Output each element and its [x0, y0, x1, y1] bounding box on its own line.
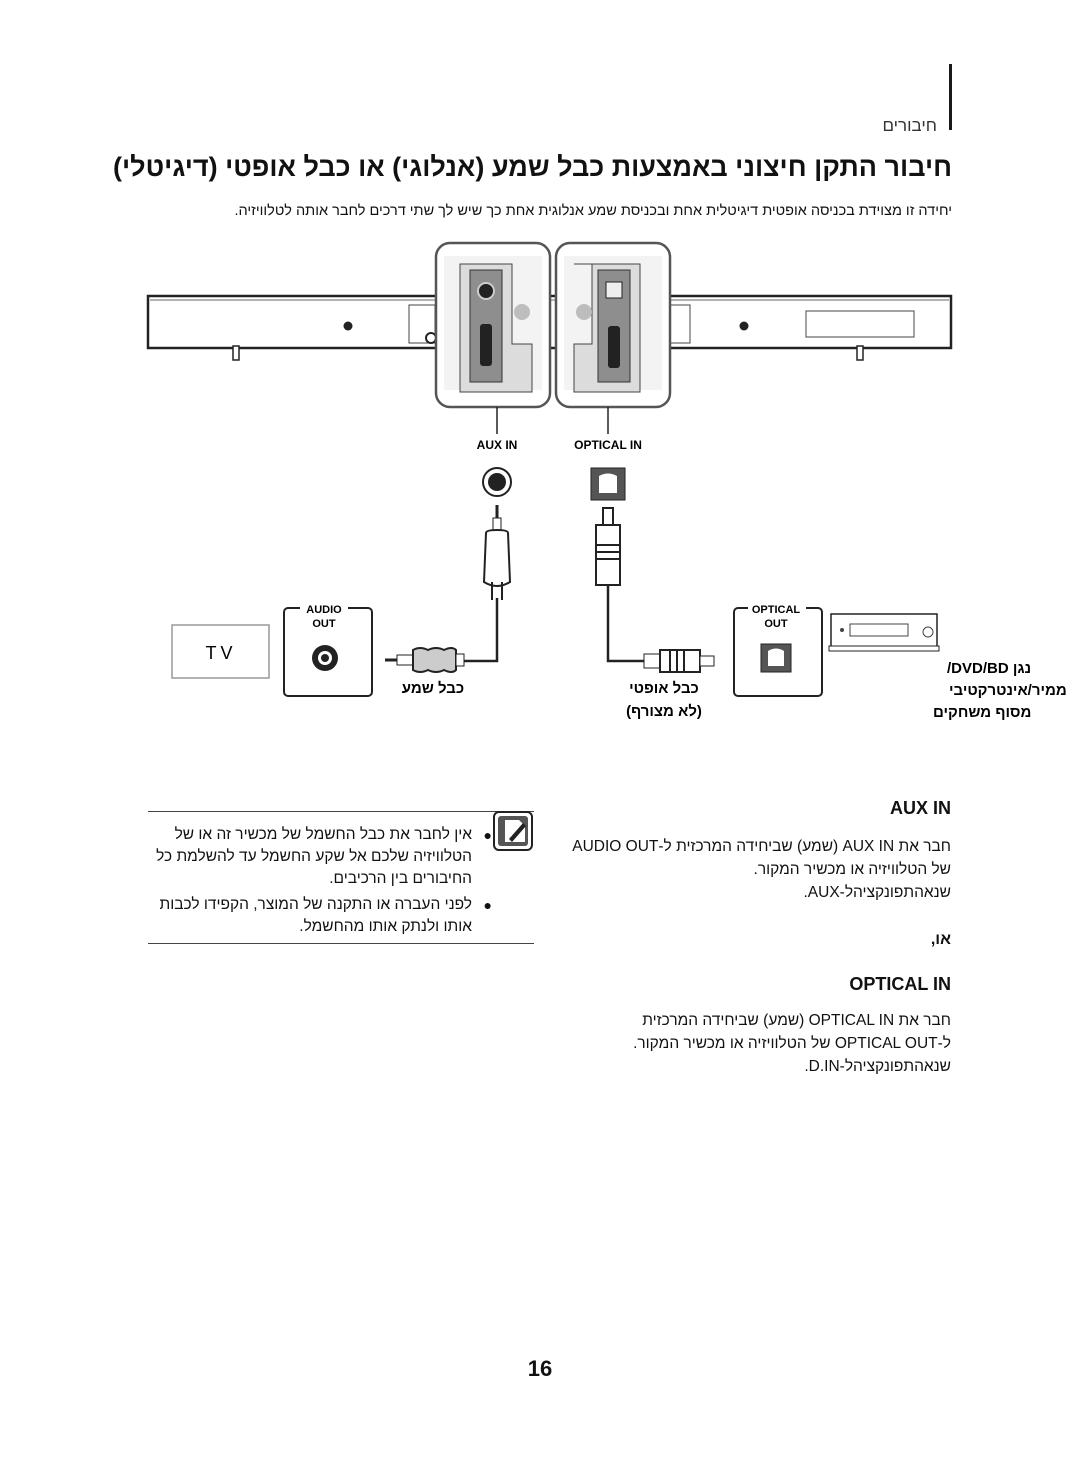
optical-line-2: ל-OPTICAL OUT של הטלוויזיה או מכשיר המקו… [633, 1035, 951, 1052]
dvd-player-icon [828, 613, 940, 652]
tv-label: TV [205, 643, 236, 663]
audio-plug-vertical [482, 505, 512, 600]
optical-in-heading: OPTICAL IN [849, 974, 951, 994]
note-pencil-icon [493, 811, 533, 851]
aux-in-port-label: AUX IN [477, 438, 518, 452]
aux-line-2: של הטלוויזיה או מכשיר המקור. [753, 861, 951, 878]
or-label: או, [930, 931, 951, 948]
bullet-icon: ● [483, 897, 492, 913]
aux-in-heading: AUX IN [889, 798, 951, 818]
section-divider [949, 64, 952, 130]
aux-line-1: חבר את AUX IN (שמע) שביחידה המרכזית ל-AU… [572, 838, 951, 855]
tv-box [171, 624, 270, 679]
note-box: ● אין לחבר את כבל החשמל של מכשיר זה או ש… [148, 811, 534, 944]
svg-text:OUT: OUT [764, 618, 788, 630]
audio-plug-horizontal [385, 647, 465, 673]
optical-line-1: חבר את OPTICAL IN (שמע) שביחידה המרכזית [642, 1012, 951, 1029]
note-item-1: אין לחבר את כבל החשמל של מכשיר זה או של … [156, 826, 472, 887]
optical-plug-vertical [595, 507, 621, 586]
page-title: חיבור התקן חיצוני באמצעות כבל שמע (אנלוג… [113, 152, 952, 182]
audio-cable-label: כבל שמע [402, 680, 464, 697]
tv-audio-out-panel: AUDIO OUT [283, 602, 373, 697]
bullet-icon: ● [483, 827, 492, 843]
optical-line-3: שנאהתפונקציהל-D.IN. [804, 1058, 951, 1075]
optical-plug-horizontal [643, 649, 715, 673]
connection-diagram: AUX IN OPTICAL IN [146, 241, 1067, 721]
svg-text:OUT: OUT [312, 618, 336, 630]
zoom-panel-aux [434, 241, 552, 409]
optical-in-port-label: OPTICAL IN [574, 438, 642, 452]
svg-text:OPTICAL: OPTICAL [752, 604, 801, 616]
device-label-line1: נגן DVD/BD/ [947, 660, 1031, 677]
optical-cable-note: (לא מצורף) [626, 703, 702, 720]
optical-cable-label: כבל אופטי [629, 680, 699, 697]
zoom-panel-optical [554, 241, 672, 409]
intro-text: יחידה זו מצוידת בכניסה אופטית דיגיטלית א… [234, 203, 952, 219]
device-optical-out-panel: OPTICAL OUT [733, 602, 823, 697]
note-item-2: לפני העברה או התקנה של המוצר, הקפידו לכב… [159, 896, 472, 935]
aux-line-3: שנאהתפונקציהל-AUX. [803, 884, 951, 901]
device-label-line2: ממיר/אינטרקטיבי [949, 682, 1067, 699]
device-label-line3: מסוף משחקים [933, 704, 1031, 721]
optical-in-jack [590, 467, 626, 501]
section-label: חיבורים [882, 116, 937, 135]
svg-text:AUDIO: AUDIO [306, 604, 342, 616]
page-number: 16 [527, 1356, 553, 1381]
